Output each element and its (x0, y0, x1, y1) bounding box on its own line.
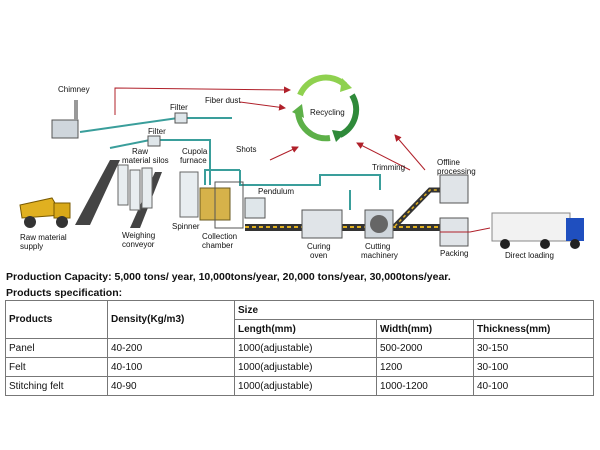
header-thickness: Thickness(mm) (473, 319, 594, 339)
label-raw-supply-1: Raw material (20, 233, 67, 242)
offline-processing-icon (439, 174, 469, 204)
label-collection-2: chamber (202, 241, 233, 250)
label-raw-supply-2: supply (20, 242, 43, 251)
label-cutting-2: machinery (361, 251, 398, 260)
delivery-truck-icon (491, 212, 584, 249)
filter-mid-icon (147, 135, 161, 147)
label-trimming: Trimming (372, 163, 405, 172)
collection-chamber-icon (214, 181, 244, 229)
cell-length: 1000(adjustable) (234, 357, 377, 377)
label-curing-1: Curing (307, 242, 331, 251)
cell-width: 1000-1200 (376, 376, 474, 396)
label-pendulum: Pendulum (258, 187, 294, 196)
label-cutting-1: Cutting (365, 242, 390, 251)
packing-conveyor (440, 227, 491, 233)
label-shots: Shots (236, 145, 256, 154)
label-offline-1: Offline (437, 158, 461, 167)
recycle-return-arrows (114, 86, 426, 171)
products-spec-title: Products specification: (6, 287, 123, 299)
cell-product: Felt (5, 357, 108, 377)
cell-thickness: 30-150 (473, 338, 594, 358)
production-capacity: Production Capacity: 5,000 tons/ year, 1… (6, 271, 451, 283)
cell-length: 1000(adjustable) (234, 376, 377, 396)
dump-truck-icon (19, 197, 71, 228)
branch-conveyor (393, 187, 440, 228)
label-offline-2: processing (437, 167, 476, 176)
cell-density: 40-200 (107, 338, 235, 358)
cell-thickness: 30-100 (473, 357, 594, 377)
cell-density: 40-90 (107, 376, 235, 396)
label-raw-silos-2: material silos (122, 156, 169, 165)
label-weighing-2: conveyor (122, 240, 155, 249)
header-products: Products (5, 300, 108, 339)
table-header-row: Products Density(Kg/m3) Size (5, 300, 594, 339)
label-cupola-1: Cupola (182, 147, 208, 156)
label-fiber-dust: Fiber dust (205, 96, 241, 105)
label-curing-2: oven (310, 251, 327, 260)
label-chimney: Chimney (58, 85, 90, 94)
label-weighing-1: Weighing (122, 231, 155, 240)
pendulum-icon (244, 197, 266, 219)
label-spinner: Spinner (172, 222, 200, 231)
label-recycling: Recycling (310, 108, 345, 117)
recycling-icon (292, 74, 360, 142)
cutting-machinery-icon (364, 209, 394, 239)
production-line-diagram: Chimney Filter Fiber dust Recycling Filt… (19, 74, 584, 260)
cell-width: 500-2000 (376, 338, 474, 358)
header-length: Length(mm) (234, 319, 377, 339)
label-raw-silos-1: Raw (132, 147, 148, 156)
label-direct-loading: Direct loading (505, 251, 554, 260)
filter-top-icon (174, 112, 188, 124)
table-row: Stitching felt 40-90 1000(adjustable) 10… (5, 376, 594, 396)
table-row: Felt 40-100 1000(adjustable) 1200 30-100 (5, 357, 594, 377)
cell-width: 1200 (376, 357, 474, 377)
spec-table: Products Density(Kg/m3) Size Length(mm) … (5, 300, 594, 396)
table-row: Panel 40-200 1000(adjustable) 500-2000 3… (5, 338, 594, 358)
raw-material-silos-icon (117, 164, 153, 211)
cell-thickness: 40-100 (473, 376, 594, 396)
cell-product: Panel (5, 338, 108, 358)
cupola-furnace-icon (179, 171, 199, 218)
cell-product: Stitching felt (5, 376, 108, 396)
cell-density: 40-100 (107, 357, 235, 377)
label-cupola-2: furnace (180, 156, 207, 165)
label-filter-top: Filter (170, 103, 188, 112)
chimney-icon (51, 100, 79, 139)
curing-oven-icon (301, 209, 343, 239)
cell-length: 1000(adjustable) (234, 338, 377, 358)
header-width: Width(mm) (376, 319, 474, 339)
label-collection-1: Collection (202, 232, 237, 241)
label-packing: Packing (440, 249, 468, 258)
header-density: Density(Kg/m3) (107, 300, 235, 339)
label-filter-mid: Filter (148, 127, 166, 136)
header-size: Size (234, 300, 594, 320)
